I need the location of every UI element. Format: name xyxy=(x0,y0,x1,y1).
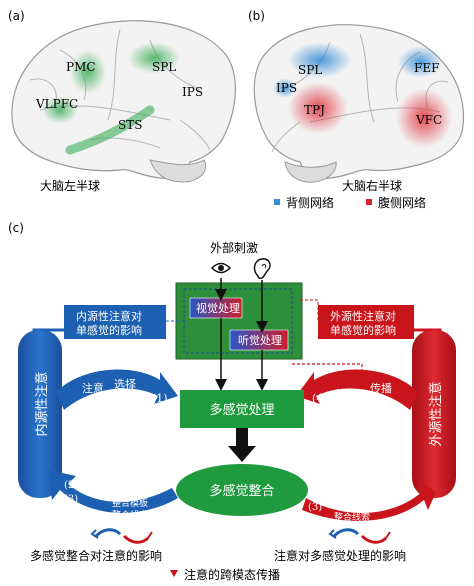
left-lower-line1: 整合模板 xyxy=(112,497,148,509)
processing-to-integration-arrow xyxy=(228,428,256,462)
integration-template-arrow-right xyxy=(302,480,436,521)
sts-blob xyxy=(65,105,155,155)
legend-dorsal: 背侧网络 xyxy=(286,195,334,210)
panel-c: (c) 外部刺激 视觉处理 听觉处理 内源性注意 xyxy=(8,221,456,582)
caption-integration-to-attention: 多感觉整合对注意的影响 xyxy=(30,548,162,563)
label-fef: FEF xyxy=(414,61,439,75)
right-cerebellum xyxy=(284,161,337,183)
label-pmc: PMC xyxy=(66,60,96,74)
legend-swatch-dorsal xyxy=(274,199,280,205)
label-spl-left: SPL xyxy=(152,60,176,74)
right-arrow-attention: 注意 xyxy=(336,387,358,401)
caption-left-hemisphere: 大脑左半球 xyxy=(40,178,100,193)
attention-select-arrow xyxy=(56,369,178,410)
caption-right-hemisphere: 大脑右半球 xyxy=(342,178,402,193)
exogenous-attention-label: 外源性注意 xyxy=(428,381,444,446)
endogenous-attention-bar xyxy=(18,330,62,498)
pmc-blob xyxy=(70,50,106,94)
endogenous-unisensory-box xyxy=(64,305,166,339)
endogenous-box-line2: 单感觉的影响 xyxy=(76,323,142,337)
right-arrow-spread: 传播 xyxy=(370,381,392,395)
left-arrow-select: 选择 xyxy=(114,377,136,391)
ips-right-blob xyxy=(273,78,297,98)
multisensory-integration-ellipse xyxy=(176,464,308,516)
right-lower-num2: (3) xyxy=(308,502,322,513)
label-spl-right: SPL xyxy=(298,63,322,77)
spl-right-blob xyxy=(288,42,352,78)
footnote-crossmodal-spread: 注意的跨模态传播 xyxy=(184,567,280,582)
exogenous-box-line2: 单感觉的影响 xyxy=(330,323,396,337)
eye-icon xyxy=(210,262,232,274)
left-brain-image xyxy=(11,20,236,183)
left-lower-num1: (2) xyxy=(64,480,78,491)
right-brain-image xyxy=(253,24,465,183)
right-lower-num1: (2) xyxy=(308,488,322,499)
multisensory-integration-label: 多感觉整合 xyxy=(209,483,274,499)
right-arrow-num: (4) xyxy=(312,392,328,405)
left-lower-line2: 整合线索 xyxy=(112,509,148,521)
panel-a: (a) PMC SPL IPS VLPFC STS 大脑左半球 xyxy=(8,9,236,193)
exogenous-unisensory-box xyxy=(318,305,414,339)
right-swirl-icon xyxy=(328,528,391,544)
vfc-blob xyxy=(396,88,452,148)
left-swirl-icon xyxy=(90,528,153,544)
vlpfc-blob xyxy=(42,96,78,124)
right-lower-line2: 整合线索 xyxy=(334,511,370,523)
left-arrow-attention: 注意 xyxy=(82,381,104,395)
left-arrow-num: (1) xyxy=(152,392,168,405)
left-lower-num2: (3) xyxy=(64,494,78,505)
label-tpj: TPJ xyxy=(304,103,325,117)
label-vlpfc: VLPFC xyxy=(35,97,78,111)
label-ips-right: IPS xyxy=(276,81,297,95)
label-sts: STS xyxy=(118,118,142,132)
exogenous-attention-bar xyxy=(412,330,456,498)
label-ips-left: IPS xyxy=(182,85,203,99)
endogenous-box-line1: 内源性注意对 xyxy=(76,309,142,323)
footnote-triangle-icon xyxy=(170,570,178,577)
tpj-blob xyxy=(288,82,348,134)
integration-template-arrow-left xyxy=(48,470,178,513)
legend-swatch-ventral xyxy=(366,199,372,205)
label-vfc: VFC xyxy=(415,113,442,127)
visual-processing-label: 视觉处理 xyxy=(196,301,240,315)
auditory-processing-label: 听觉处理 xyxy=(238,334,282,347)
fef-blob xyxy=(398,46,442,78)
endogenous-attention-label: 内源性注意 xyxy=(34,371,50,436)
stimulus-label: 外部刺激 xyxy=(210,240,258,255)
panel-a-label: (a) xyxy=(8,9,25,23)
ear-icon xyxy=(253,258,271,280)
legend: 背侧网络 腹侧网络 xyxy=(274,195,426,210)
multisensory-processing-box xyxy=(180,390,304,428)
panel-c-label: (c) xyxy=(8,221,24,235)
caption-attention-to-processing: 注意对多感觉处理的影响 xyxy=(274,548,406,563)
multisensory-processing-label: 多感觉处理 xyxy=(209,402,274,418)
right-lower-line1: 整合模板 xyxy=(334,499,370,511)
legend-ventral: 腹侧网络 xyxy=(378,195,426,210)
attention-spread-arrow xyxy=(296,369,418,410)
panel-b: (b) SPL FEF IPS TPJ VFC 大脑右半球 背 xyxy=(248,9,465,210)
spl-blob xyxy=(128,42,180,74)
exogenous-link-dashed xyxy=(300,299,319,321)
left-cerebellum xyxy=(149,159,207,183)
exogenous-box-line1: 外源性注意对 xyxy=(330,309,396,323)
panel-b-label: (b) xyxy=(248,9,265,23)
